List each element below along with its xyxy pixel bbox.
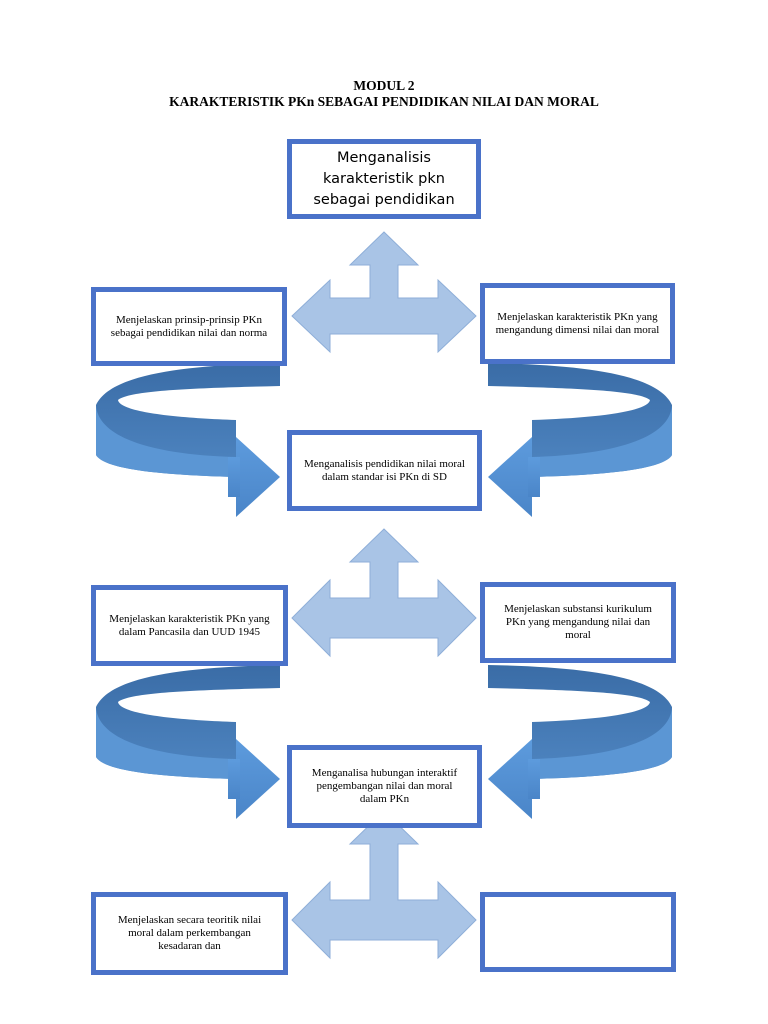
box-top: Menganalisis karakteristik pkn sebagai p… [287,139,481,219]
page-title: KARAKTERISTIK PKn SEBAGAI PENDIDIKAN NIL… [169,94,599,109]
box-right-3 [480,892,676,972]
box-right-2: Menjelaskan substansi kurikulum PKn yang… [480,582,676,663]
box-left-3-text: Menjelaskan secara teoritik nilai moral … [117,914,262,952]
box-center-1-text: Menganalisis pendidikan nilai moral dala… [304,457,465,483]
curved-arrow-right-1 [488,363,672,517]
box-left-2-text: Menjelaskan karakteristik PKn yang dalam… [109,612,270,638]
box-left-3: Menjelaskan secara teoritik nilai moral … [91,892,288,975]
curved-arrow-right-2 [488,665,672,819]
t-arrow-3 [291,810,477,960]
box-top-text: Menganalisis karakteristik pkn sebagai p… [313,149,455,208]
box-left-1: Menjelaskan prinsip-prinsip PKn sebagai … [91,287,287,366]
document-header: MODUL 2 KARAKTERISTIK PKn SEBAGAI PENDID… [0,78,768,110]
box-center-1: Menganalisis pendidikan nilai moral dala… [287,430,482,511]
box-left-2: Menjelaskan karakteristik PKn yang dalam… [91,585,288,666]
t-arrow-2 [291,528,477,658]
box-right-1: Menjelaskan karakteristik PKn yang menga… [480,283,675,364]
box-center-2-text: Menganalisa hubungan interaktif pengemba… [311,767,458,805]
curved-arrow-left-2 [96,665,280,819]
curved-arrow-left-1 [96,363,280,517]
module-label: MODUL 2 [353,78,415,93]
box-right-2-text: Menjelaskan substansi kurikulum PKn yang… [504,603,652,641]
t-arrow-1 [291,231,477,354]
box-right-1-text: Menjelaskan karakteristik PKn yang menga… [495,310,660,336]
box-center-2: Menganalisa hubungan interaktif pengemba… [287,745,482,828]
box-left-1-text: Menjelaskan prinsip-prinsip PKn sebagai … [110,313,268,339]
